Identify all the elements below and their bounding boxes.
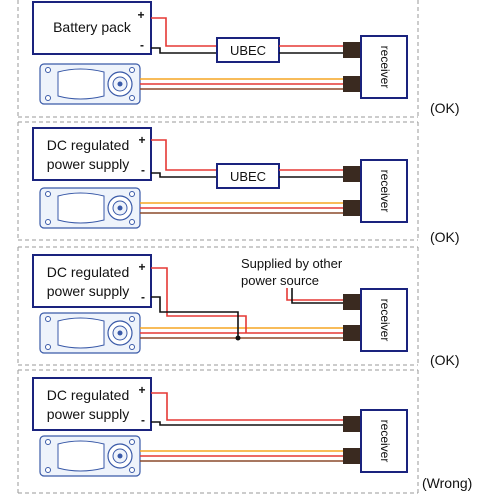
junction-dot <box>235 335 241 341</box>
red-wire <box>151 267 247 333</box>
receiver-box <box>360 288 408 352</box>
power-supply-box <box>32 254 152 308</box>
connector <box>343 42 361 58</box>
ubec-label: UBEC <box>230 43 266 58</box>
connector <box>343 76 361 92</box>
power-supply-box <box>32 127 152 181</box>
source-label: Battery pack <box>53 19 132 35</box>
connector <box>343 416 361 432</box>
panel-1: Battery pack + - UBEC receiver (OK) <box>17 0 460 118</box>
ubec-box <box>216 163 280 189</box>
connector <box>343 200 361 216</box>
minus-terminal: - <box>141 413 145 427</box>
external-source-note: power source <box>241 273 319 288</box>
receiver-label: receiver <box>378 299 392 342</box>
receiver-box <box>360 409 408 473</box>
battery-pack-box <box>32 1 152 55</box>
panel-4: DC regulated power supply + - receiver (… <box>17 369 472 494</box>
status-label: (OK) <box>430 100 460 116</box>
servo-icon <box>39 435 141 477</box>
servo-icon <box>39 312 141 354</box>
red-wire <box>151 139 217 171</box>
power-supply-box <box>32 377 152 431</box>
ubec-label: UBEC <box>230 169 266 184</box>
panel-3: DC regulated power supply + - Supplied b… <box>17 246 460 368</box>
source-label: DC regulated <box>47 387 130 403</box>
external-source-note: Supplied by other <box>241 256 343 271</box>
plus-terminal: + <box>137 8 144 22</box>
black-wire <box>151 172 217 178</box>
black-wire <box>151 47 217 54</box>
receiver-label: receiver <box>378 170 392 213</box>
receiver-label: receiver <box>378 420 392 463</box>
status-label: (Wrong) <box>422 475 472 491</box>
connector <box>343 166 361 182</box>
black-wire <box>151 421 343 426</box>
minus-terminal: - <box>141 290 145 304</box>
black-wire <box>151 296 239 338</box>
receiver-label: receiver <box>378 46 392 89</box>
source-label: power supply <box>47 283 130 299</box>
source-label: power supply <box>47 156 130 172</box>
plus-terminal: + <box>138 260 145 274</box>
red-wire <box>151 392 343 421</box>
receiver-box <box>360 159 408 223</box>
plus-terminal: + <box>138 383 145 397</box>
connector <box>343 448 361 464</box>
status-label: (OK) <box>430 229 460 245</box>
servo-icon <box>39 63 141 105</box>
red-wire <box>286 288 343 301</box>
ubec-box <box>216 37 280 63</box>
servo-icon <box>39 187 141 229</box>
source-label: DC regulated <box>47 137 130 153</box>
status-label: (OK) <box>430 352 460 368</box>
receiver-box <box>360 35 408 99</box>
connector <box>343 294 361 310</box>
minus-terminal: - <box>141 163 145 177</box>
connector <box>343 325 361 341</box>
source-label: DC regulated <box>47 264 130 280</box>
minus-terminal: - <box>140 38 144 52</box>
source-label: power supply <box>47 406 130 422</box>
panel-2: DC regulated power supply + - UBEC recei… <box>17 121 460 245</box>
red-wire <box>151 17 217 47</box>
plus-terminal: + <box>138 133 145 147</box>
black-wire <box>291 288 343 304</box>
